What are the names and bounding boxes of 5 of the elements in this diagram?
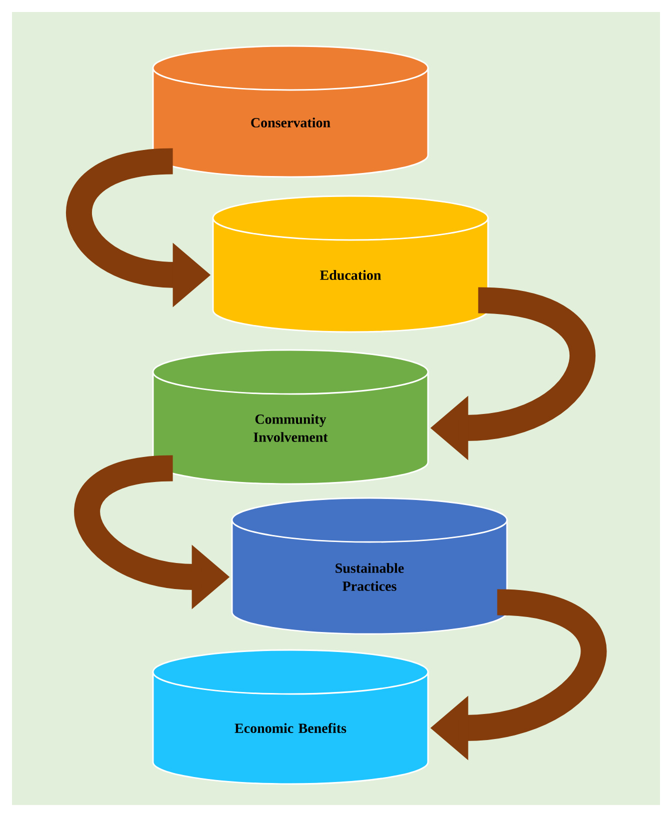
- cylinder: Economic Benefits: [152, 649, 429, 785]
- cylinder: Education: [212, 195, 489, 333]
- cylinder: Conservation: [152, 45, 429, 178]
- cylinder: Community Involvement: [152, 349, 429, 485]
- cylinder: Sustainable Practices: [231, 497, 508, 635]
